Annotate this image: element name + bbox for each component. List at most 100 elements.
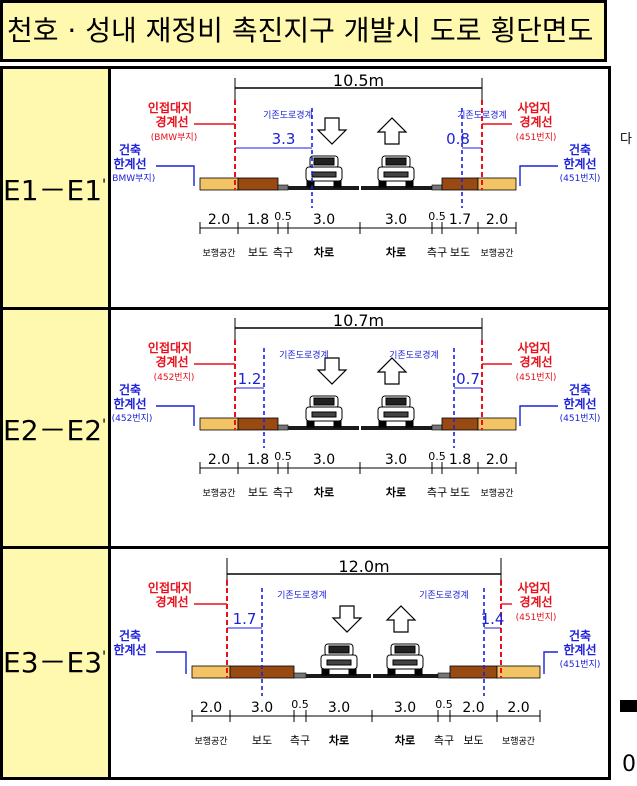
- right-red-label-line2: 경계선: [519, 594, 552, 609]
- pedestrian-space-right: [477, 177, 517, 191]
- left-blue-leader: [156, 651, 187, 674]
- right-blue-label-line2: 한계선: [563, 642, 596, 657]
- segment-name-label: 차로: [314, 485, 334, 499]
- pedestrian-space-left: [191, 665, 231, 679]
- left-blue-label-line2: 한계선: [113, 642, 146, 657]
- right-red-label-line1: 사업지: [517, 340, 550, 355]
- row-divider: [3, 546, 608, 549]
- segment-name-label: 보도: [252, 734, 272, 747]
- segment-width-label: 2.0: [486, 212, 508, 228]
- left-blue-sub-label: (452번지): [112, 413, 152, 424]
- label-cell-e3: [3, 549, 111, 777]
- segment-name-label: 보도: [450, 246, 470, 259]
- right-red-label-line1: 사업지: [517, 100, 550, 115]
- sidewalk-right: [441, 417, 479, 431]
- right-offset-label: 0.8: [446, 130, 470, 148]
- pedestrian-space-right: [477, 417, 517, 431]
- total-width-label: 10.7m: [333, 311, 384, 330]
- left-blue-label-line2: 한계선: [113, 156, 146, 171]
- segment-name-label: 측구: [427, 486, 447, 499]
- segment-name-label: 보행공간: [502, 735, 535, 747]
- left-road-boundary-label: 기존도로경계: [263, 109, 313, 121]
- left-road-boundary-label: 기존도로경계: [279, 349, 329, 361]
- sidewalk-right: [449, 665, 498, 679]
- segment-width-label: 1.8: [449, 452, 471, 468]
- car-left-icon: [305, 155, 343, 188]
- right-red-label-line2: 경계선: [519, 354, 552, 369]
- arrow-down-icon: [331, 605, 363, 633]
- segment-width-label: 0.5: [428, 210, 446, 223]
- car-right-icon: [377, 395, 415, 428]
- pedestrian-space-right: [496, 665, 541, 679]
- gutter-left: [277, 424, 289, 431]
- segment-width-label: 2.0: [208, 452, 230, 468]
- left-blue-label-line2: 한계선: [113, 396, 146, 411]
- segment-width-label: 3.0: [394, 700, 416, 716]
- left-red-label-line2: 경계선: [155, 114, 188, 129]
- arrow-up-icon: [385, 605, 417, 633]
- right-blue-sub-label: (451번지): [560, 173, 601, 184]
- segment-width-label: 3.0: [385, 452, 407, 468]
- segment-width-label: 0.5: [435, 698, 453, 711]
- segment-name-label: 차로: [386, 245, 406, 259]
- right-road-boundary-label: 기존도로경계: [389, 349, 439, 361]
- segment-name-label: 측구: [434, 734, 454, 747]
- arrow-down-icon: [316, 357, 348, 385]
- segment-name-label: 보행공간: [480, 247, 513, 259]
- segment-width-label: 0.5: [428, 450, 446, 463]
- segment-width-label: 3.0: [251, 700, 273, 716]
- segment-name-label: 차로: [395, 733, 415, 747]
- right-blue-leader: [543, 651, 558, 674]
- arrow-down-icon: [316, 117, 348, 145]
- car-right-icon: [386, 643, 424, 676]
- right-blue-label-line2: 한계선: [563, 156, 596, 171]
- segment-name-label: 측구: [273, 246, 293, 259]
- segment-width-label: 2.0: [200, 700, 222, 716]
- segment-width-label: 3.0: [385, 212, 407, 228]
- left-blue-label-line1: 건축: [119, 382, 141, 397]
- segment-name-label: 보도: [248, 486, 268, 499]
- left-offset-label: 1.7: [233, 610, 257, 628]
- arrow-up-icon: [376, 357, 408, 385]
- segment-name-label: 보행공간: [480, 487, 513, 499]
- right-road-boundary-label: 기존도로경계: [419, 589, 469, 601]
- segment-width-label: 1.8: [247, 452, 269, 468]
- side-text-bottom: 0: [622, 752, 636, 777]
- left-red-label-line2: 경계선: [155, 354, 188, 369]
- segment-name-label: 보행공간: [202, 247, 235, 259]
- side-map-mark: [620, 700, 637, 712]
- segment-name-label: 보행공간: [202, 487, 235, 499]
- section-label-e2: E2－E2': [3, 414, 107, 447]
- segment-name-label: 차로: [386, 485, 406, 499]
- gutter-right: [431, 424, 443, 431]
- right-red-sub-label: (451번지): [516, 372, 557, 383]
- left-offset-label: 3.3: [272, 130, 296, 148]
- total-width-label: 12.0m: [338, 557, 389, 576]
- left-red-label-line1: 인접대지: [148, 340, 192, 355]
- segment-width-label: 2.0: [507, 700, 529, 716]
- segment-name-label: 보도: [450, 486, 470, 499]
- segment-name-label: 차로: [314, 245, 334, 259]
- segment-width-label: 1.8: [247, 212, 269, 228]
- label-cell-e1: [3, 69, 111, 310]
- label-cell-e2: [3, 310, 111, 549]
- right-red-label-line1: 사업지: [517, 580, 550, 595]
- segment-name-label: 측구: [290, 734, 310, 747]
- segment-width-label: 3.0: [328, 700, 350, 716]
- left-road-boundary-label: 기존도로경계: [277, 589, 327, 601]
- segment-width-label: 0.5: [291, 698, 309, 711]
- arrow-up-icon: [376, 117, 408, 145]
- segment-width-label: 2.0: [208, 212, 230, 228]
- gutter-left: [277, 184, 289, 191]
- left-blue-label-line1: 건축: [119, 628, 141, 643]
- gutter-right: [437, 672, 451, 679]
- pedestrian-space-left: [199, 177, 239, 191]
- left-blue-sub-label: (BMW부지): [112, 173, 155, 184]
- segment-name-label: 측구: [427, 246, 447, 259]
- right-offset-label: 0.7: [456, 370, 480, 388]
- segment-width-label: 2.0: [462, 700, 484, 716]
- gutter-right: [431, 184, 443, 191]
- left-blue-leader: [156, 405, 195, 426]
